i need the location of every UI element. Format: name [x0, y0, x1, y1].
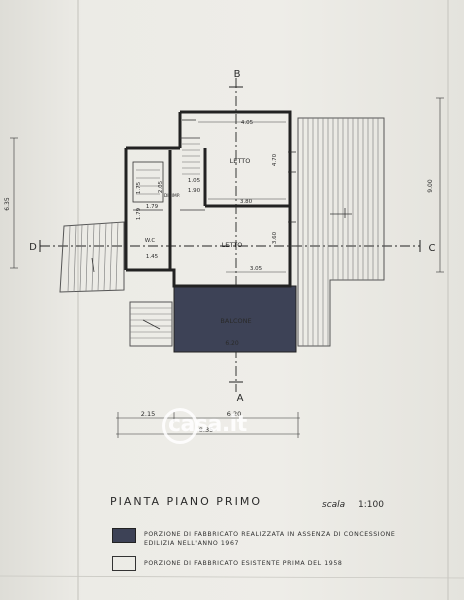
right-terrace — [297, 117, 385, 347]
dim-lower: 3.05 — [250, 266, 263, 272]
dim-balcone: 6.20 — [225, 340, 239, 347]
dim-left-total: 6.35 — [4, 197, 11, 211]
dim-d2: 1.90 — [188, 188, 201, 194]
section-label-a: A — [237, 393, 244, 404]
dim-small1: 2.05 — [158, 180, 164, 193]
dim-wc-h: 1.45 — [146, 254, 159, 260]
watermark-logo-icon — [162, 408, 198, 444]
dim-bottom-a: 2.15 — [141, 410, 155, 418]
label-wc: W.C — [145, 238, 156, 244]
dim-right-mid: 3.60 — [272, 231, 278, 244]
dim-top: 4.05 — [241, 120, 254, 126]
legend-text-existing: PORZIONE DI FABBRICATO ESISTENTE PRIMA D… — [144, 560, 343, 567]
scale-label: scala — [322, 500, 346, 510]
main-walls — [124, 110, 292, 288]
dim-right-top: 4.70 — [272, 153, 278, 166]
dim-small3: 1.79 — [136, 207, 142, 220]
dim-bottom-total: 8.35 — [199, 426, 213, 434]
section-label-d: D — [29, 242, 37, 253]
dim-small2: 1.75 — [136, 181, 142, 194]
label-disimp: DISIMP. — [164, 193, 180, 199]
lower-terrace — [129, 301, 173, 347]
dim-mid: 3.80 — [240, 199, 253, 205]
dim-bottom-b: 6.20 — [227, 410, 241, 418]
label-balcone: BALCONE — [220, 317, 251, 325]
legend-swatch-existing — [112, 556, 136, 571]
dim-right-total: 9.00 — [427, 179, 434, 193]
section-label-b: B — [234, 69, 241, 80]
left-stair — [59, 221, 125, 293]
legend-swatch-unauthorized — [112, 528, 136, 543]
label-letto-top: LETTO — [230, 157, 251, 165]
legend-text-unauthorized: PORZIONE DI FABBRICATO REALIZZATA IN ASS… — [144, 531, 396, 547]
watermark: casa.it — [168, 412, 247, 437]
label-letto-mid: LETTO — [222, 241, 243, 249]
dim-wc-w: 1.79 — [146, 204, 159, 210]
section-label-c: C — [429, 243, 436, 254]
plan-title: PIANTA PIANO PRIMO — [110, 495, 262, 508]
scale-value: 1:100 — [358, 500, 384, 510]
dim-d1: 1.05 — [188, 178, 201, 184]
balcony-unauthorized — [173, 285, 297, 353]
